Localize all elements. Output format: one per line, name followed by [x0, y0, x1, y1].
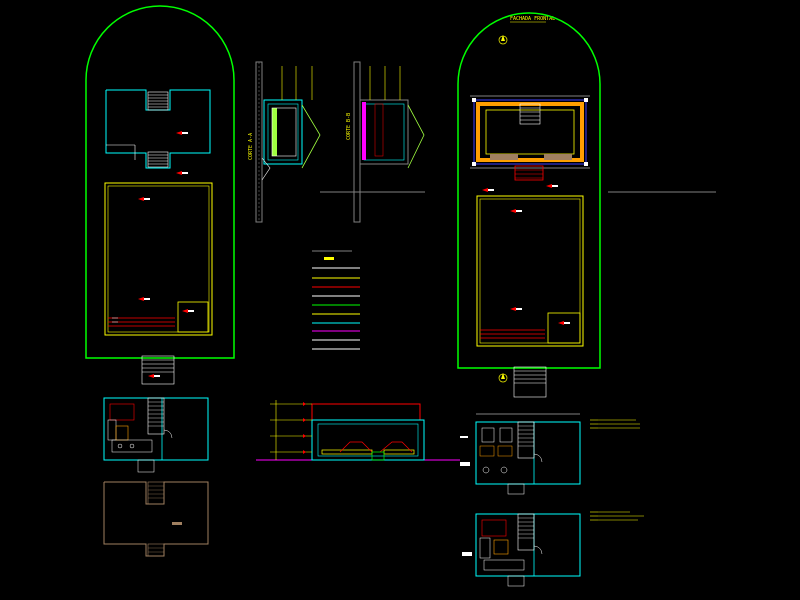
section-b: CORTE B-B — [346, 61, 425, 223]
right-upper-building — [470, 95, 590, 181]
ground-floor-plan-right — [460, 413, 640, 495]
layer-legend — [312, 250, 360, 350]
front-elevation — [256, 400, 460, 461]
north-arrow-bottom-icon — [498, 373, 508, 383]
left-arrows — [138, 131, 194, 378]
left-upper-stairs — [147, 91, 169, 168]
right-entrance-stairs — [513, 366, 547, 398]
section-a: CORTE A-A — [248, 61, 425, 223]
upper-floor-plan-right — [462, 511, 644, 587]
ground-floor-plan-left — [103, 397, 209, 473]
section-a-label: CORTE A-A — [248, 133, 254, 160]
right-field-boundary — [457, 12, 601, 369]
right-field-plan: FACHADA FRONTAL — [457, 12, 716, 398]
right-court-outer — [476, 195, 584, 347]
north-arrow-icon — [498, 35, 508, 45]
upper-floor-plan-left — [103, 481, 209, 557]
section-b-label: CORTE B-B — [346, 113, 352, 140]
left-court-outer — [104, 182, 213, 336]
left-field-plan — [85, 5, 235, 385]
elevation-title: FACHADA FRONTAL — [510, 16, 555, 22]
right-arrows — [482, 184, 570, 325]
left-upper-building — [105, 89, 211, 169]
left-entrance-stairs — [141, 355, 175, 385]
left-field-boundary — [85, 5, 235, 359]
